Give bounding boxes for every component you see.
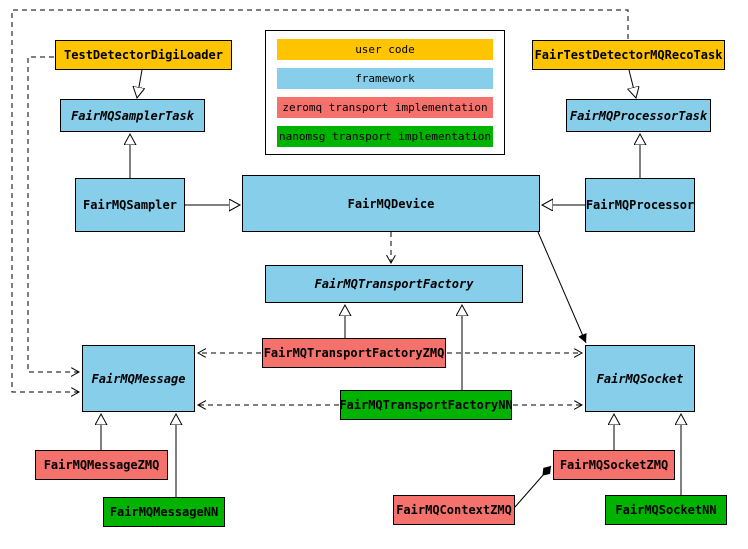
edge-digiloader-to-samplertask [137,69,142,98]
edge-contextzmq-to-socketzmq-composition [514,465,552,508]
node-fairmqprocessortask: FairMQProcessorTask [566,99,711,132]
node-fairmqprocessor: FairMQProcessor [585,178,695,232]
legend-item-user-code: user code [277,39,493,60]
legend-box: user code framework zeromq transport imp… [265,30,505,155]
node-fairmqsocketzmq: FairMQSocketZMQ [553,450,675,480]
node-fairmqmessage: FairMQMessage [82,345,195,412]
node-fairmqtransportfactory: FairMQTransportFactory [265,265,523,303]
node-fairtestdetectormqrecotask: FairTestDetectorMQRecoTask [532,40,725,70]
node-fairmqdevice: FairMQDevice [242,175,540,232]
node-fairmqsocketnn: FairMQSocketNN [605,495,727,525]
edge-recotask-to-processortask [629,69,636,98]
edge-digiloader-to-message-dep [27,56,79,372]
node-fairmqtransportfactorynn: FairMQTransportFactoryNN [339,390,513,420]
node-fairmqmessagenn: FairMQMessageNN [103,497,225,527]
node-fairmqsamplertask: FairMQSamplerTask [60,99,205,132]
node-fairmqcontextzmq: FairMQContextZMQ [393,495,515,525]
legend-item-zeromq: zeromq transport implementation [277,97,493,118]
legend-item-framework: framework [277,68,493,89]
node-testdetectordigiloader: TestDetectorDigiLoader [55,40,232,70]
edge-device-to-socket [537,231,587,344]
edge-recotask-to-message-dep [11,9,629,392]
legend-item-nanomsg: nanomsg transport implementation [277,126,493,147]
node-fairmqsocket: FairMQSocket [585,345,695,412]
node-fairmqtransportfactoryzmq: FairMQTransportFactoryZMQ [262,338,446,368]
node-fairmqmessagezmq: FairMQMessageZMQ [35,450,168,480]
node-fairmqsampler: FairMQSampler [75,178,185,232]
